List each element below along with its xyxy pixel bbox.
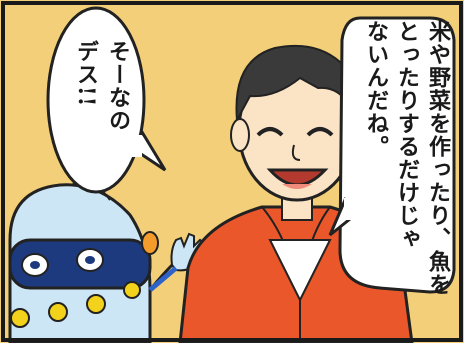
robot-ear [141, 231, 159, 255]
speech-text-left: そーなの デス!! [70, 40, 134, 180]
speech-line: デス!! [73, 40, 99, 108]
robot-button [48, 302, 68, 322]
speech-text-right: 米や野菜を作ったり、魚を とったりするだけじゃ ないんだね。 [360, 20, 453, 320]
robot-button [10, 308, 30, 328]
speech-line: とったりするだけじゃ [394, 20, 420, 250]
robot-button [86, 294, 106, 314]
speech-line: ないんだね。 [363, 20, 389, 158]
speech-line: 米や野菜を作ったり、魚を [425, 20, 451, 296]
robot-button [123, 281, 141, 299]
speech-bubble-left [46, 6, 146, 194]
speech-bubble-right [338, 16, 456, 294]
speech-line: そーなの [105, 40, 131, 132]
